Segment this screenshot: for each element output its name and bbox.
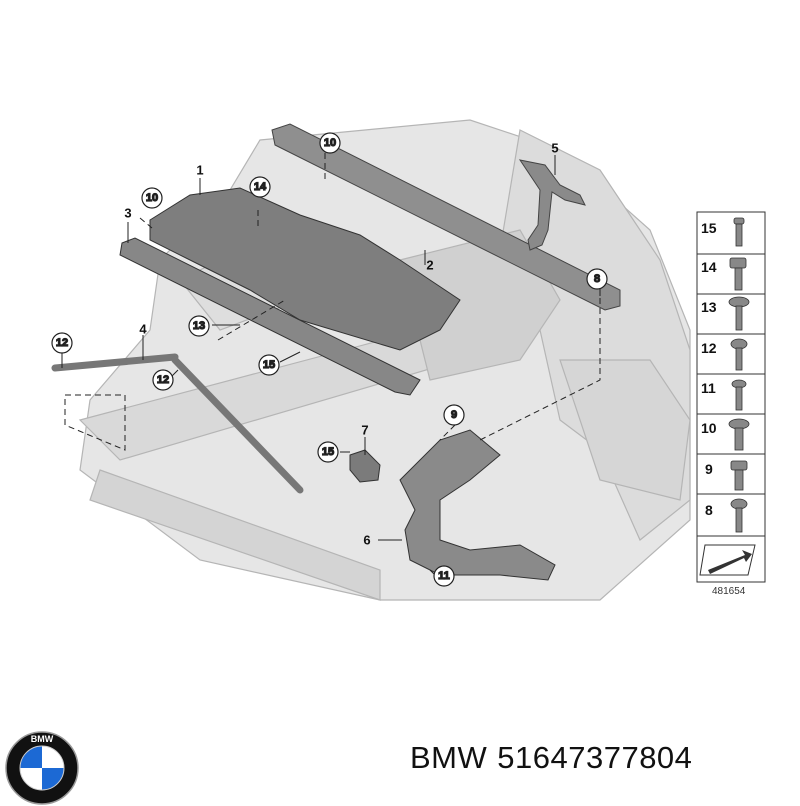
callout-1: 1 <box>196 163 203 178</box>
svg-text:12: 12 <box>157 374 169 386</box>
front-cross-member-part-3 <box>119 237 421 396</box>
dashed-leaders <box>64 153 601 451</box>
callout-circle-12-left: 12 <box>51 332 73 354</box>
callout-3: 3 <box>124 206 131 221</box>
callout-circle-12-mid: 12 <box>152 369 174 391</box>
callout-4: 4 <box>139 322 147 337</box>
svg-text:BMW: BMW <box>31 734 54 744</box>
legend-14: 14 <box>701 259 717 275</box>
legend-11: 11 <box>701 380 716 396</box>
svg-text:12: 12 <box>56 337 68 349</box>
strut-part-4 <box>51 353 304 494</box>
cover-panel-part-1 <box>149 187 461 351</box>
svg-text:10: 10 <box>146 192 158 204</box>
svg-text:9: 9 <box>451 409 457 421</box>
drawing-number: 481654 <box>712 586 746 597</box>
legend-8: 8 <box>705 502 713 518</box>
part-number: 51647377804 <box>497 740 693 775</box>
callout-circle-10-left: 10 <box>141 187 163 209</box>
bmw-logo: BMW <box>5 731 79 805</box>
callout-circle-13: 13 <box>188 315 210 337</box>
bolt-icon-9 <box>730 460 748 491</box>
legend-12: 12 <box>701 340 717 356</box>
callout-circle-15-mid: 15 <box>258 354 280 376</box>
screw-icon-15 <box>733 217 745 247</box>
callout-circle-15-lower: 15 <box>317 441 339 463</box>
bolt-icon-14 <box>729 257 747 291</box>
callout-circle-11: 11 <box>433 565 455 587</box>
svg-text:10: 10 <box>324 137 336 149</box>
front-direction-icon <box>699 544 756 576</box>
fastener-legend: 15 14 13 12 11 10 9 8 481654 <box>696 211 766 597</box>
callout-circle-9: 9 <box>443 404 465 426</box>
bolt-icon-10 <box>728 418 750 451</box>
svg-text:15: 15 <box>322 446 334 458</box>
callout-6: 6 <box>363 533 370 548</box>
svg-text:13: 13 <box>193 320 205 332</box>
svg-text:15: 15 <box>263 359 275 371</box>
svg-text:11: 11 <box>438 570 450 582</box>
legend-15: 15 <box>701 220 717 236</box>
upper-cross-beam <box>271 123 621 311</box>
part-label: BMW 51647377804 <box>410 740 702 776</box>
lower-bracket-part-6 <box>399 429 556 581</box>
circled-callouts: 10 14 10 8 13 12 12 15 9 15 11 <box>51 132 608 587</box>
leader-lines <box>61 155 601 576</box>
screw-icon-11 <box>731 379 747 411</box>
callout-2: 2 <box>426 258 433 273</box>
plain-callouts: 1 2 3 4 5 6 7 <box>124 141 558 548</box>
screw-icon-13 <box>728 296 750 331</box>
callout-7: 7 <box>361 423 368 438</box>
callout-circle-14: 14 <box>249 176 271 198</box>
screw-icon-8 <box>730 498 748 533</box>
legend-10: 10 <box>701 420 717 436</box>
legend-13: 13 <box>701 299 717 315</box>
callout-5: 5 <box>551 141 558 156</box>
callout-circle-8: 8 <box>586 268 608 290</box>
svg-text:8: 8 <box>594 273 600 285</box>
bracket-part-5 <box>518 159 586 251</box>
brand-name: BMW <box>410 740 488 775</box>
callout-circle-10-upper: 10 <box>319 132 341 154</box>
svg-text:14: 14 <box>254 181 267 193</box>
legend-9: 9 <box>705 461 713 477</box>
screw-icon-12 <box>730 338 748 371</box>
